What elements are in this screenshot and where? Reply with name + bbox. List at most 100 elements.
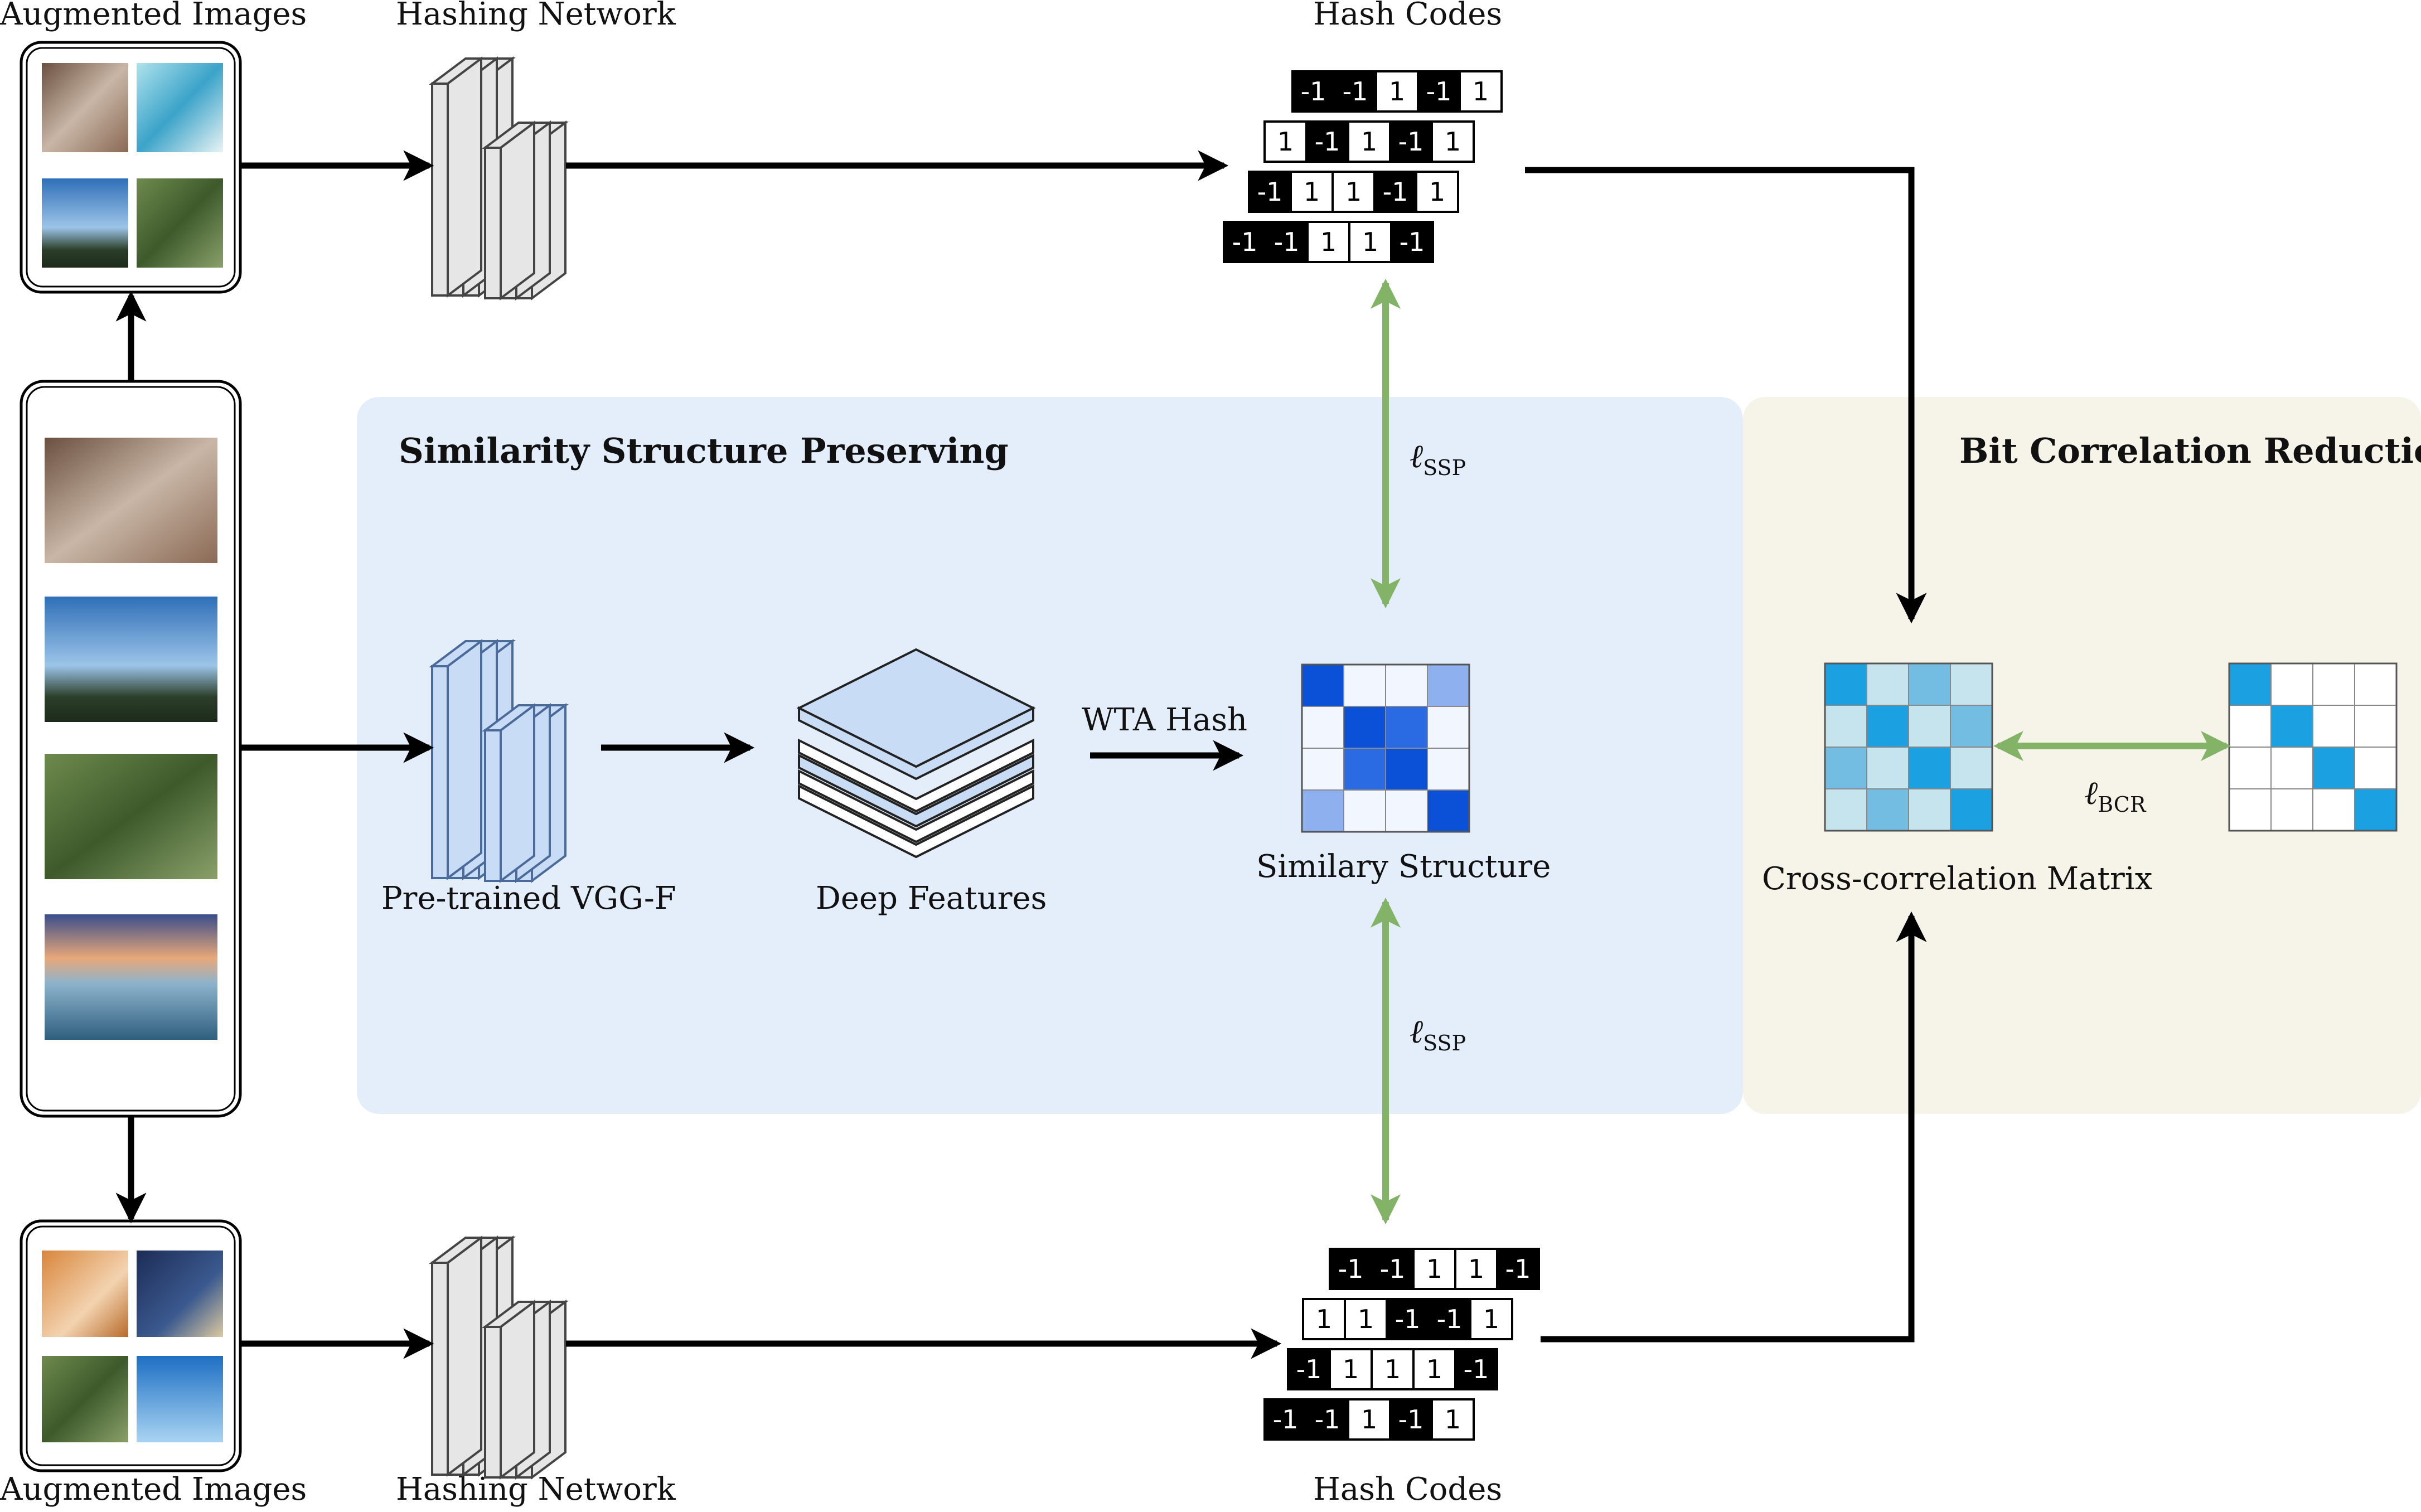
svg-text:1: 1 [1361, 1404, 1377, 1435]
feature-slab [798, 753, 1034, 828]
arrow-codes-bottom-to-crosscorr [1541, 911, 1927, 1343]
svg-text:1: 1 [1473, 76, 1489, 106]
deep-features-stack [796, 648, 1036, 859]
svg-text:1: 1 [1358, 1304, 1374, 1334]
deep-features-label: Deep Features [816, 880, 1047, 917]
matrix-cell [1908, 788, 1951, 831]
ssp-loss-label-top: ℓSSP [1410, 437, 1466, 480]
hash-code-cell: -1 [1305, 1398, 1349, 1441]
aug-image [42, 63, 128, 152]
matrix-cell [1824, 788, 1867, 831]
network-layer [429, 56, 485, 298]
matrix-cell [1385, 664, 1428, 707]
similarity-structure-label: Similary Structure [1256, 849, 1551, 885]
hash-code-cell: 1 [1263, 120, 1308, 163]
hash-code-cell: 1 [1454, 1248, 1498, 1290]
matrix-cell [1343, 664, 1386, 707]
hash-code-cell: -1 [1265, 221, 1309, 263]
ssp-title: Similarity Structure Preserving [399, 430, 1009, 471]
matrix-cell [1343, 748, 1386, 791]
svg-text:-1: -1 [1383, 177, 1408, 207]
hash-code-cell: -1 [1248, 171, 1292, 213]
hash-code-cell: 1 [1329, 1348, 1373, 1390]
matrix-cell [1385, 706, 1428, 749]
hash-codes-bottom-label: Hash Codes [1313, 1471, 1502, 1508]
svg-text:-1: -1 [1395, 1304, 1421, 1334]
hash-code-cell: -1 [1371, 1248, 1415, 1290]
hash-code-cell: 1 [1302, 1298, 1346, 1340]
matrix-cell [2229, 705, 2272, 748]
aug-image [137, 1251, 223, 1337]
matrix-cell [2229, 788, 2272, 831]
hash-code-cell: -1 [1287, 1348, 1331, 1390]
matrix-cell [2229, 747, 2272, 789]
aug-image [137, 178, 223, 268]
matrix-cell [1866, 705, 1909, 748]
hash-code-cell: 1 [1412, 1348, 1456, 1390]
matrix-cell [1950, 663, 1993, 706]
aug-image [137, 1356, 223, 1442]
matrix-cell [1866, 747, 1909, 789]
hash-code-cell: -1 [1427, 1298, 1471, 1340]
hashing-network-bottom [429, 1235, 569, 1480]
matrix-cell [2229, 663, 2272, 706]
hash-codes-top-label: Hash Codes [1313, 0, 1502, 32]
svg-text:-1: -1 [1338, 1254, 1364, 1284]
network-layer [482, 120, 538, 301]
hash-code-cell: -1 [1386, 1298, 1430, 1340]
matrix-cell [1343, 706, 1386, 749]
svg-text:1: 1 [1468, 1254, 1484, 1284]
matrix-cell [1908, 705, 1951, 748]
svg-text:-1: -1 [1505, 1254, 1531, 1284]
hash-code-cell: 1 [1371, 1348, 1415, 1390]
matrix-cell [1427, 706, 1470, 749]
network-layer [429, 639, 485, 880]
feature-slab [798, 784, 1034, 859]
svg-text:1: 1 [1320, 227, 1337, 257]
matrix-cell [1301, 789, 1344, 832]
matrix-cell [2312, 663, 2355, 706]
svg-text:-1: -1 [1273, 1404, 1299, 1435]
svg-text:1: 1 [1361, 127, 1377, 157]
bcr-title: Bit Correlation Reduction [1959, 430, 2421, 471]
network-layer [482, 1300, 538, 1480]
matrix-cell [2312, 705, 2355, 748]
hash-code-cell: 1 [1415, 171, 1459, 213]
cross-correlation-label: Cross-correlation Matrix [1762, 861, 2152, 897]
hash-code-cell: -1 [1496, 1248, 1540, 1290]
matrix-cell [2354, 747, 2397, 789]
bcr-loss-label: ℓBCR [2084, 774, 2147, 817]
svg-text:-1: -1 [1274, 227, 1300, 257]
svg-text:1: 1 [1445, 127, 1461, 157]
hash-code-cell: -1 [1333, 70, 1377, 113]
matrix-cell [1950, 747, 1993, 789]
svg-text:-1: -1 [1398, 127, 1424, 157]
matrix-cell [1385, 789, 1428, 832]
similarity-structure-matrix [1301, 663, 1470, 833]
svg-text:1: 1 [1384, 1354, 1401, 1384]
matrix-cell [1824, 705, 1867, 748]
svg-text:-1: -1 [1257, 177, 1283, 207]
hash-code-cell: -1 [1454, 1348, 1498, 1390]
hash-code-cell: 1 [1290, 171, 1334, 213]
matrix-cell [1950, 788, 1993, 831]
svg-text:-1: -1 [1380, 1254, 1406, 1284]
matrix-cell [2312, 747, 2355, 789]
matrix-cell [1908, 747, 1951, 789]
hash-code-cell: -1 [1223, 221, 1267, 263]
original-image-eagle [45, 754, 217, 879]
hash-code-cell: -1 [1263, 1398, 1308, 1441]
hash-code-cell: -1 [1417, 70, 1461, 113]
matrix-cell [2270, 747, 2313, 789]
hash-code-cell: 1 [1347, 1398, 1391, 1441]
matrix-cell [2270, 663, 2313, 706]
augmented-images-bottom-label: Augmented Images [0, 1471, 307, 1508]
hash-code-cell: -1 [1373, 171, 1417, 213]
matrix-cell [1950, 705, 1993, 748]
svg-text:-1: -1 [1232, 227, 1258, 257]
feature-slab [798, 738, 1034, 813]
svg-text:-1: -1 [1437, 1304, 1463, 1334]
svg-text:1: 1 [1445, 1404, 1461, 1435]
